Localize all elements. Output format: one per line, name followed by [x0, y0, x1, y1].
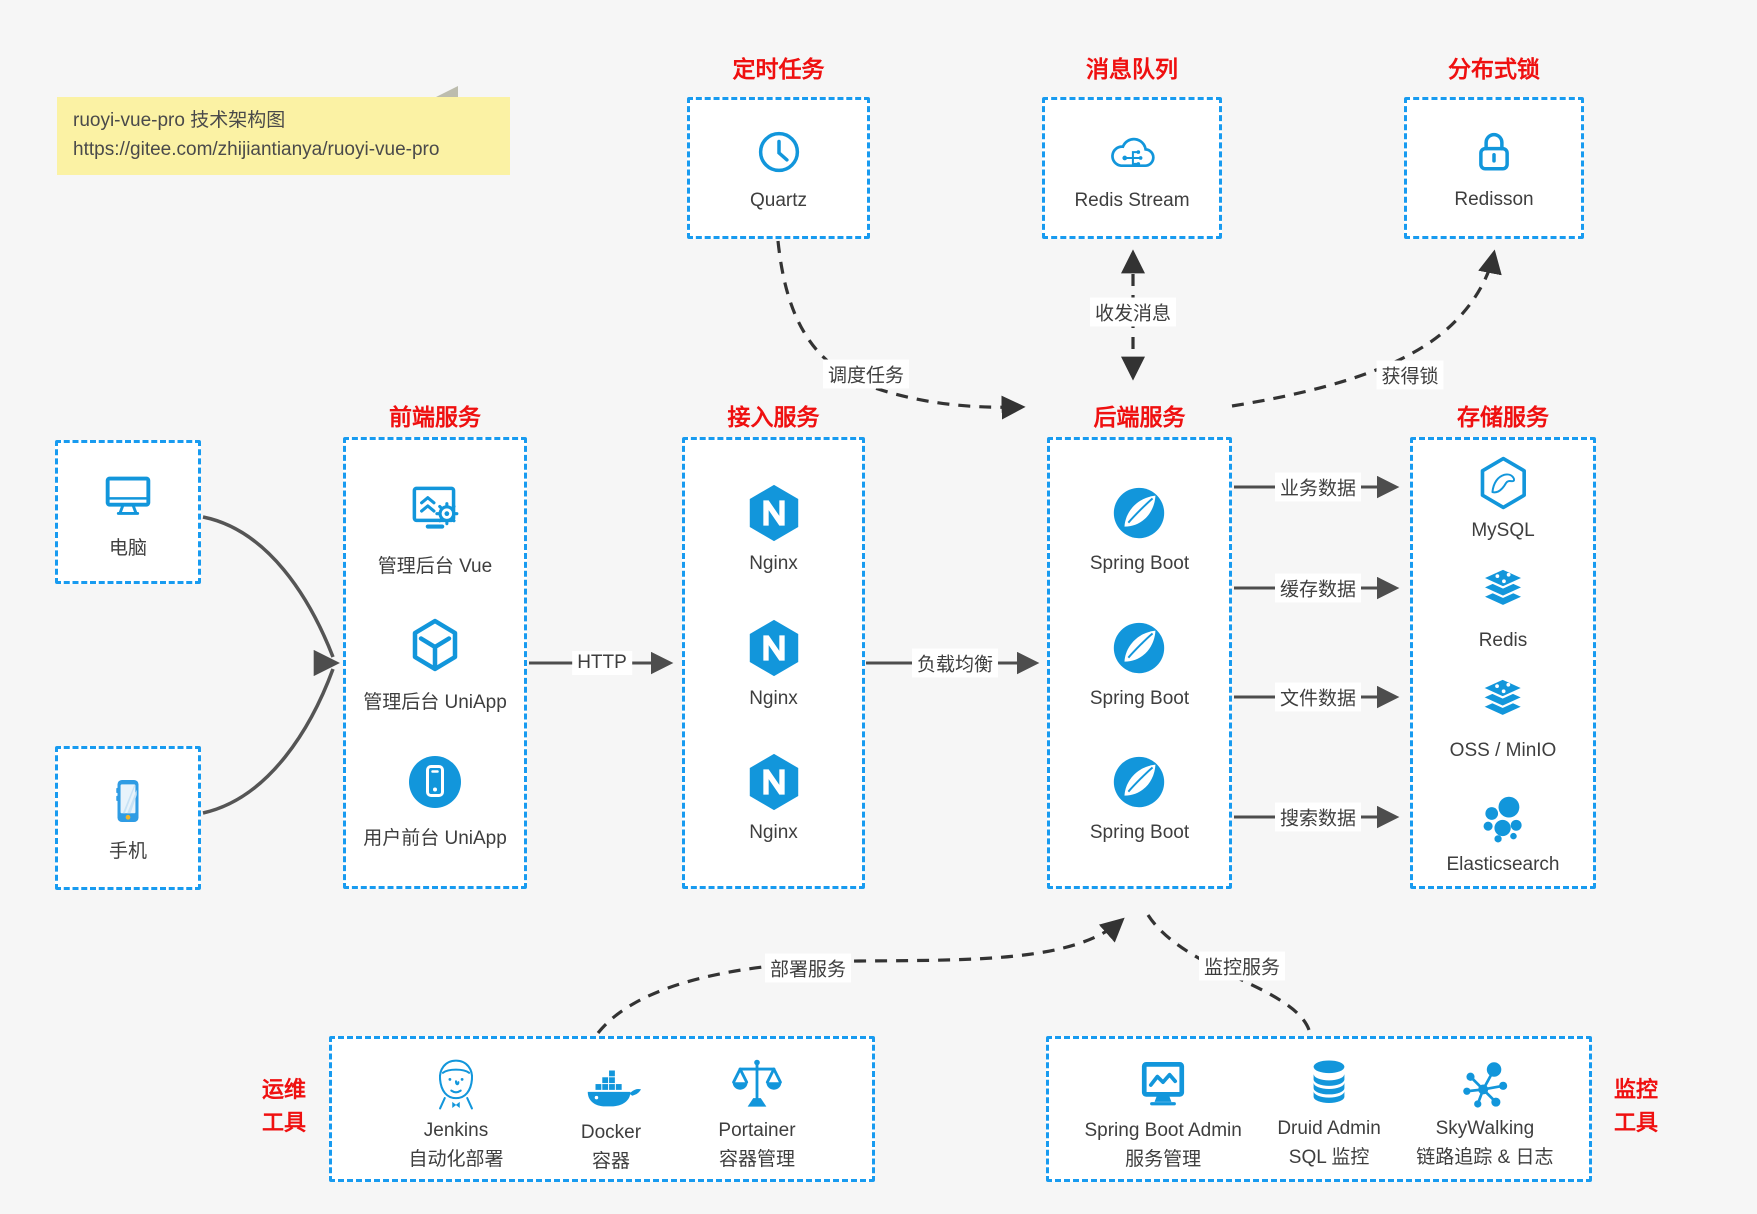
tool-spring-boot-admin: Spring Boot Admin 服务管理 [1084, 1055, 1242, 1173]
nginx-icon [743, 751, 805, 813]
frontend-item-uniapp-user: 用户前台 UniApp [363, 750, 507, 850]
portainer-icon [727, 1055, 787, 1115]
docker-icon [580, 1055, 642, 1117]
redisson-box: Redisson [1404, 97, 1584, 239]
spring-boot-icon [1108, 617, 1170, 679]
title-storage: 存储服务 [1457, 404, 1549, 430]
spring-boot-icon [1108, 751, 1170, 813]
vue-admin-icon [402, 476, 468, 542]
edge-label-http: HTTP [572, 651, 632, 675]
edge-label-cache-data: 缓存数据 [1274, 573, 1362, 603]
redis-icon [1473, 563, 1533, 623]
mysql-icon [1474, 454, 1532, 512]
note-title: ruoyi-vue-pro 技术架构图 [73, 110, 286, 131]
smartphone-icon [100, 773, 156, 829]
edge-label-deploy: 部署服务 [764, 953, 852, 983]
title-gateway: 接入服务 [727, 404, 820, 430]
monitoring-tools-box: Spring Boot Admin 服务管理 Druid Admin SQL 监… [1046, 1036, 1592, 1182]
lock-icon [1466, 125, 1522, 181]
nginx-icon [743, 617, 805, 679]
nginx-icon [743, 482, 805, 544]
sticky-note: ruoyi-vue-pro 技术架构图 https://gitee.com/zh… [57, 86, 510, 175]
uniapp-cube-icon [403, 614, 467, 678]
tool-portainer: Portainer 容器管理 [718, 1055, 796, 1173]
gateway-item-2: Nginx [743, 751, 805, 844]
backend-item-0: Spring Boot [1090, 482, 1189, 575]
backend-item-2: Spring Boot [1090, 751, 1189, 844]
edge-label-business-data: 业务数据 [1274, 472, 1362, 502]
desktop-label: 电脑 [108, 538, 147, 559]
desktop-client-box: 电脑 [55, 440, 201, 584]
desktop-icon [97, 464, 159, 526]
spring-boot-admin-icon [1133, 1055, 1193, 1115]
ops-side-label: 运维 工具 [261, 1077, 306, 1135]
gateway-item-1: Nginx [743, 617, 805, 710]
title-scheduled-tasks: 定时任务 [732, 56, 825, 82]
tool-skywalking: SkyWalking 链路追踪 & 日志 [1416, 1055, 1554, 1171]
quartz-label: Quartz [749, 190, 808, 211]
note-url: https://gitee.com/zhijiantianya/ruoyi-vu… [73, 139, 440, 160]
druid-database-icon [1300, 1055, 1358, 1113]
gateway-box: Nginx Nginx Nginx [682, 437, 865, 889]
redis-stream-box: Redis Stream [1042, 97, 1222, 239]
edge-label-messaging: 收发消息 [1089, 297, 1177, 327]
title-backend: 后端服务 [1093, 404, 1186, 430]
backend-box: Spring Boot Spring Boot [1047, 437, 1232, 889]
edge-label-schedule: 调度任务 [822, 359, 910, 389]
tool-jenkins: Jenkins 自动化部署 [408, 1055, 503, 1173]
mobile-app-icon [403, 750, 467, 814]
spring-boot-icon [1108, 482, 1170, 544]
redisson-label: Redisson [1454, 189, 1534, 210]
storage-box: MySQL Redis [1410, 437, 1596, 889]
elasticsearch-icon [1474, 789, 1532, 847]
edge-deploy [596, 917, 1125, 1034]
clock-icon [751, 124, 807, 180]
edge-lock [1231, 249, 1502, 408]
phone-client-box: 手机 [55, 746, 201, 890]
frontend-item-uniapp-admin: 管理后台 UniApp [363, 614, 507, 714]
gateway-item-0: Nginx [743, 482, 805, 575]
quartz-box: Quartz [687, 97, 870, 239]
oss-minio-icon [1473, 673, 1533, 733]
edge-phone-to-frontend [202, 668, 335, 815]
monitoring-side-label: 监控 工具 [1613, 1077, 1658, 1135]
storage-item-mysql: MySQL [1471, 454, 1535, 542]
storage-item-elasticsearch: Elasticsearch [1447, 789, 1560, 876]
phone-label: 手机 [108, 841, 147, 862]
edge-label-file-data: 文件数据 [1274, 682, 1362, 712]
ops-tools-box: Jenkins 自动化部署 Docker 容器 [329, 1036, 875, 1182]
storage-item-redis: Redis [1473, 563, 1533, 652]
frontend-item-vue: 管理后台 Vue [378, 476, 492, 578]
storage-item-oss: OSS / MinIO [1450, 673, 1556, 762]
title-frontend: 前端服务 [389, 404, 481, 430]
tool-druid-admin: Druid Admin SQL 监控 [1277, 1055, 1381, 1171]
edge-label-search-data: 搜索数据 [1274, 802, 1362, 832]
backend-item-1: Spring Boot [1090, 617, 1189, 710]
frontend-box: 管理后台 Vue 管理后台 UniApp [343, 437, 527, 889]
skywalking-icon [1456, 1055, 1514, 1113]
edge-label-load-balance: 负载均衡 [911, 648, 999, 678]
cloud-network-icon [1103, 124, 1161, 182]
title-message-queue: 消息队列 [1086, 56, 1178, 82]
edge-desktop-to-frontend [202, 515, 335, 658]
title-distributed-lock: 分布式锁 [1448, 56, 1540, 82]
edge-label-monitor: 监控服务 [1198, 951, 1286, 981]
redis-stream-label: Redis Stream [1074, 190, 1190, 211]
tool-docker: Docker 容器 [580, 1055, 642, 1175]
edge-label-lock: 获得锁 [1376, 360, 1444, 390]
jenkins-icon [426, 1055, 486, 1115]
